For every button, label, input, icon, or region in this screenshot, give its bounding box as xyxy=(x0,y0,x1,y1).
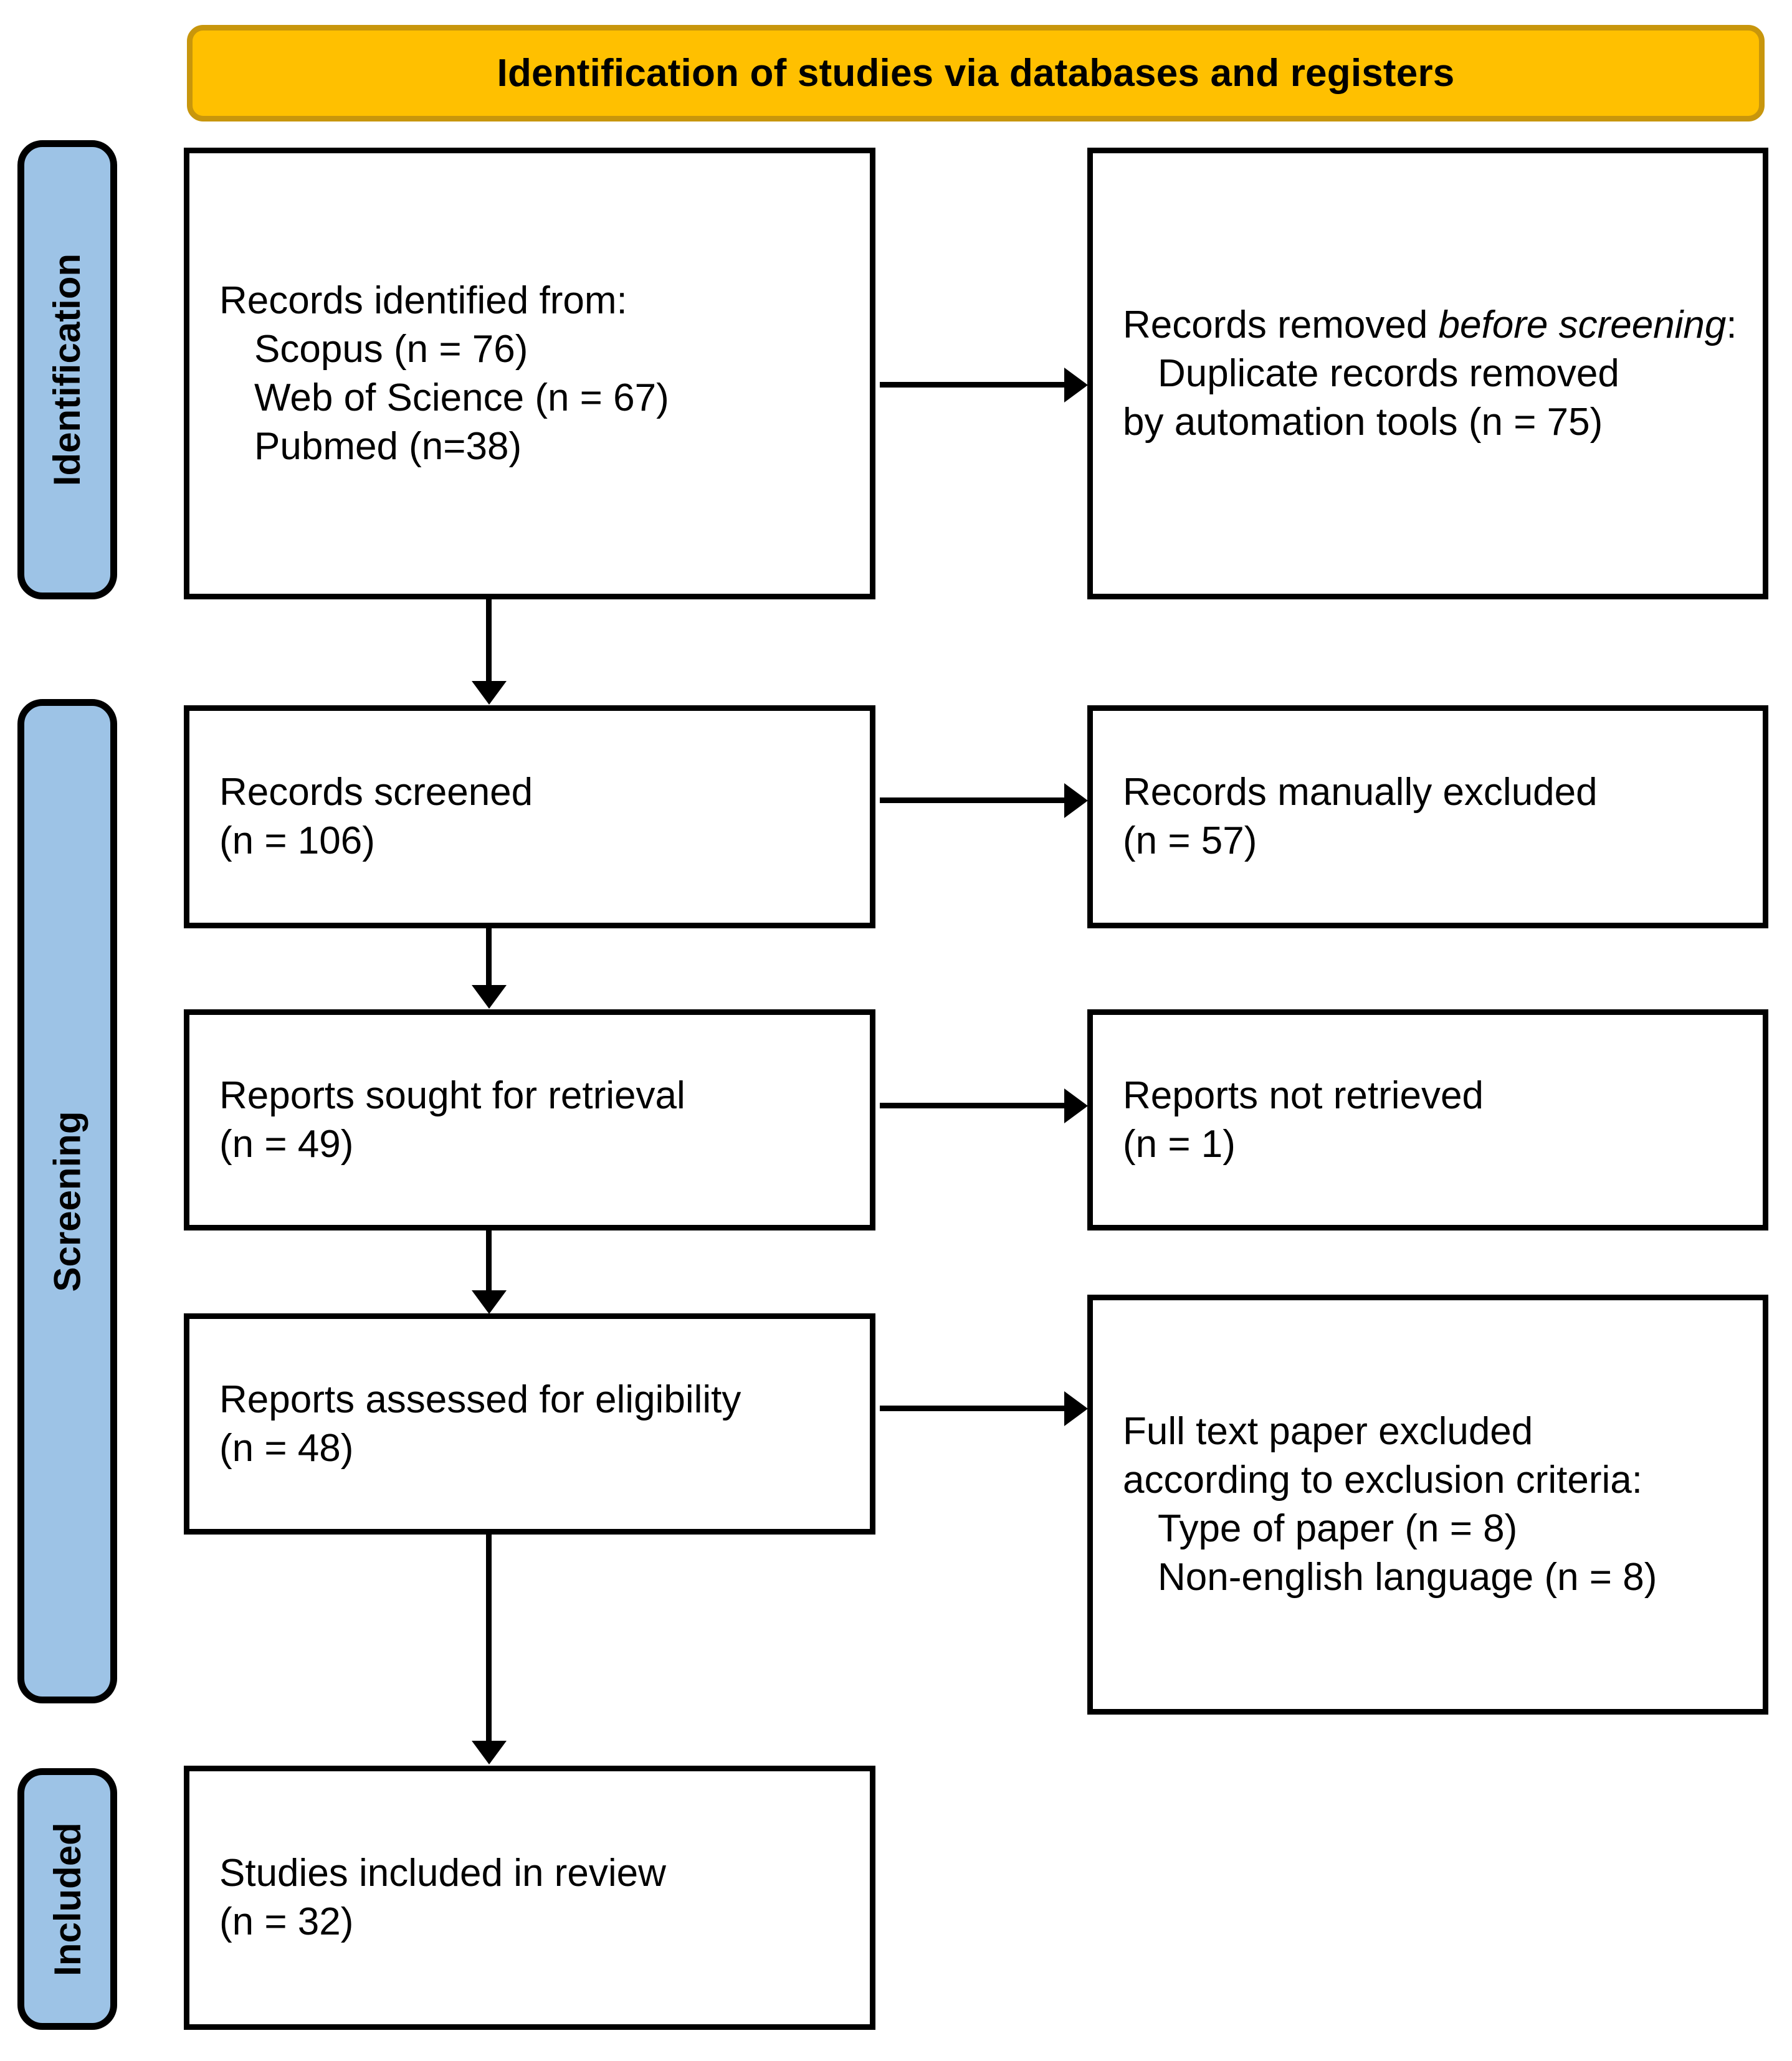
fulltext-excluded-heading-2: according to exclusion criteria: xyxy=(1123,1459,1642,1502)
stage-label-screening-text: Screening xyxy=(46,1110,88,1292)
arrow-identified-to-removed xyxy=(880,382,1067,388)
records-screened-count: (n = 106) xyxy=(219,819,375,862)
box-reports-not-retrieved: Reports not retrieved (n = 1) xyxy=(1087,1009,1768,1230)
studies-included-label: Studies included in review xyxy=(219,1852,666,1895)
box-records-removed: Records removed before screening: Duplic… xyxy=(1087,148,1768,599)
records-removed-heading: Records removed before screening: xyxy=(1123,301,1738,350)
records-identified-pubmed: Pubmed (n=38) xyxy=(254,424,522,468)
records-removed-duplicates-2: by automation tools (n = 75) xyxy=(1123,400,1603,444)
records-removed-duplicates-1: Duplicate records removed xyxy=(1158,351,1619,395)
records-identified-wos: Web of Science (n = 67) xyxy=(254,376,669,419)
arrow-screened-to-excluded xyxy=(880,797,1067,803)
diagram-header-banner: Identification of studies via databases … xyxy=(187,25,1765,121)
records-removed-heading-c: : xyxy=(1726,303,1737,346)
reports-not-retrieved-label: Reports not retrieved xyxy=(1123,1073,1484,1117)
box-reports-sought: Reports sought for retrieval (n = 49) xyxy=(184,1009,875,1230)
records-identified-scopus: Scopus (n = 76) xyxy=(254,327,528,371)
stage-label-screening: Screening xyxy=(17,699,117,1703)
arrow-sought-to-not-retrieved xyxy=(880,1103,1067,1108)
fulltext-excluded-heading-1: Full text paper excluded xyxy=(1123,1410,1533,1453)
studies-included-count: (n = 32) xyxy=(219,1900,354,1943)
stage-label-included-text: Included xyxy=(46,1822,88,1976)
arrow-assessed-to-included xyxy=(486,1535,492,1743)
reports-assessed-label: Reports assessed for eligibility xyxy=(219,1378,741,1421)
fulltext-excluded-reason-type: Type of paper (n = 8) xyxy=(1158,1507,1518,1550)
records-screened-label: Records screened xyxy=(219,771,533,814)
stage-label-identification-text: Identification xyxy=(46,253,88,487)
arrow-identified-to-screened xyxy=(486,599,492,683)
fulltext-excluded-reason-language: Non-english language (n = 8) xyxy=(1158,1556,1657,1599)
diagram-title: Identification of studies via databases … xyxy=(497,52,1455,95)
box-records-identified: Records identified from: Scopus (n = 76)… xyxy=(184,148,875,599)
arrow-assessed-to-fulltext-excluded xyxy=(880,1406,1067,1411)
box-reports-assessed: Reports assessed for eligibility (n = 48… xyxy=(184,1313,875,1535)
reports-sought-label: Reports sought for retrieval xyxy=(219,1073,685,1117)
reports-assessed-count: (n = 48) xyxy=(219,1426,354,1470)
stage-label-identification: Identification xyxy=(17,140,117,599)
stage-label-included: Included xyxy=(17,1768,117,2030)
box-records-excluded: Records manually excluded (n = 57) xyxy=(1087,705,1768,928)
reports-sought-count: (n = 49) xyxy=(219,1122,354,1166)
arrow-screened-to-sought xyxy=(486,928,492,988)
box-fulltext-excluded: Full text paper excluded according to ex… xyxy=(1087,1295,1768,1715)
records-removed-heading-a: Records removed xyxy=(1123,303,1439,346)
records-removed-heading-em: before screening xyxy=(1438,303,1727,346)
reports-not-retrieved-count: (n = 1) xyxy=(1123,1122,1236,1166)
arrow-sought-to-assessed xyxy=(486,1230,492,1293)
box-records-screened: Records screened (n = 106) xyxy=(184,705,875,928)
records-excluded-count: (n = 57) xyxy=(1123,819,1257,862)
records-identified-heading: Records identified from: xyxy=(219,278,627,322)
box-studies-included: Studies included in review (n = 32) xyxy=(184,1766,875,2030)
records-excluded-label: Records manually excluded xyxy=(1123,771,1598,814)
